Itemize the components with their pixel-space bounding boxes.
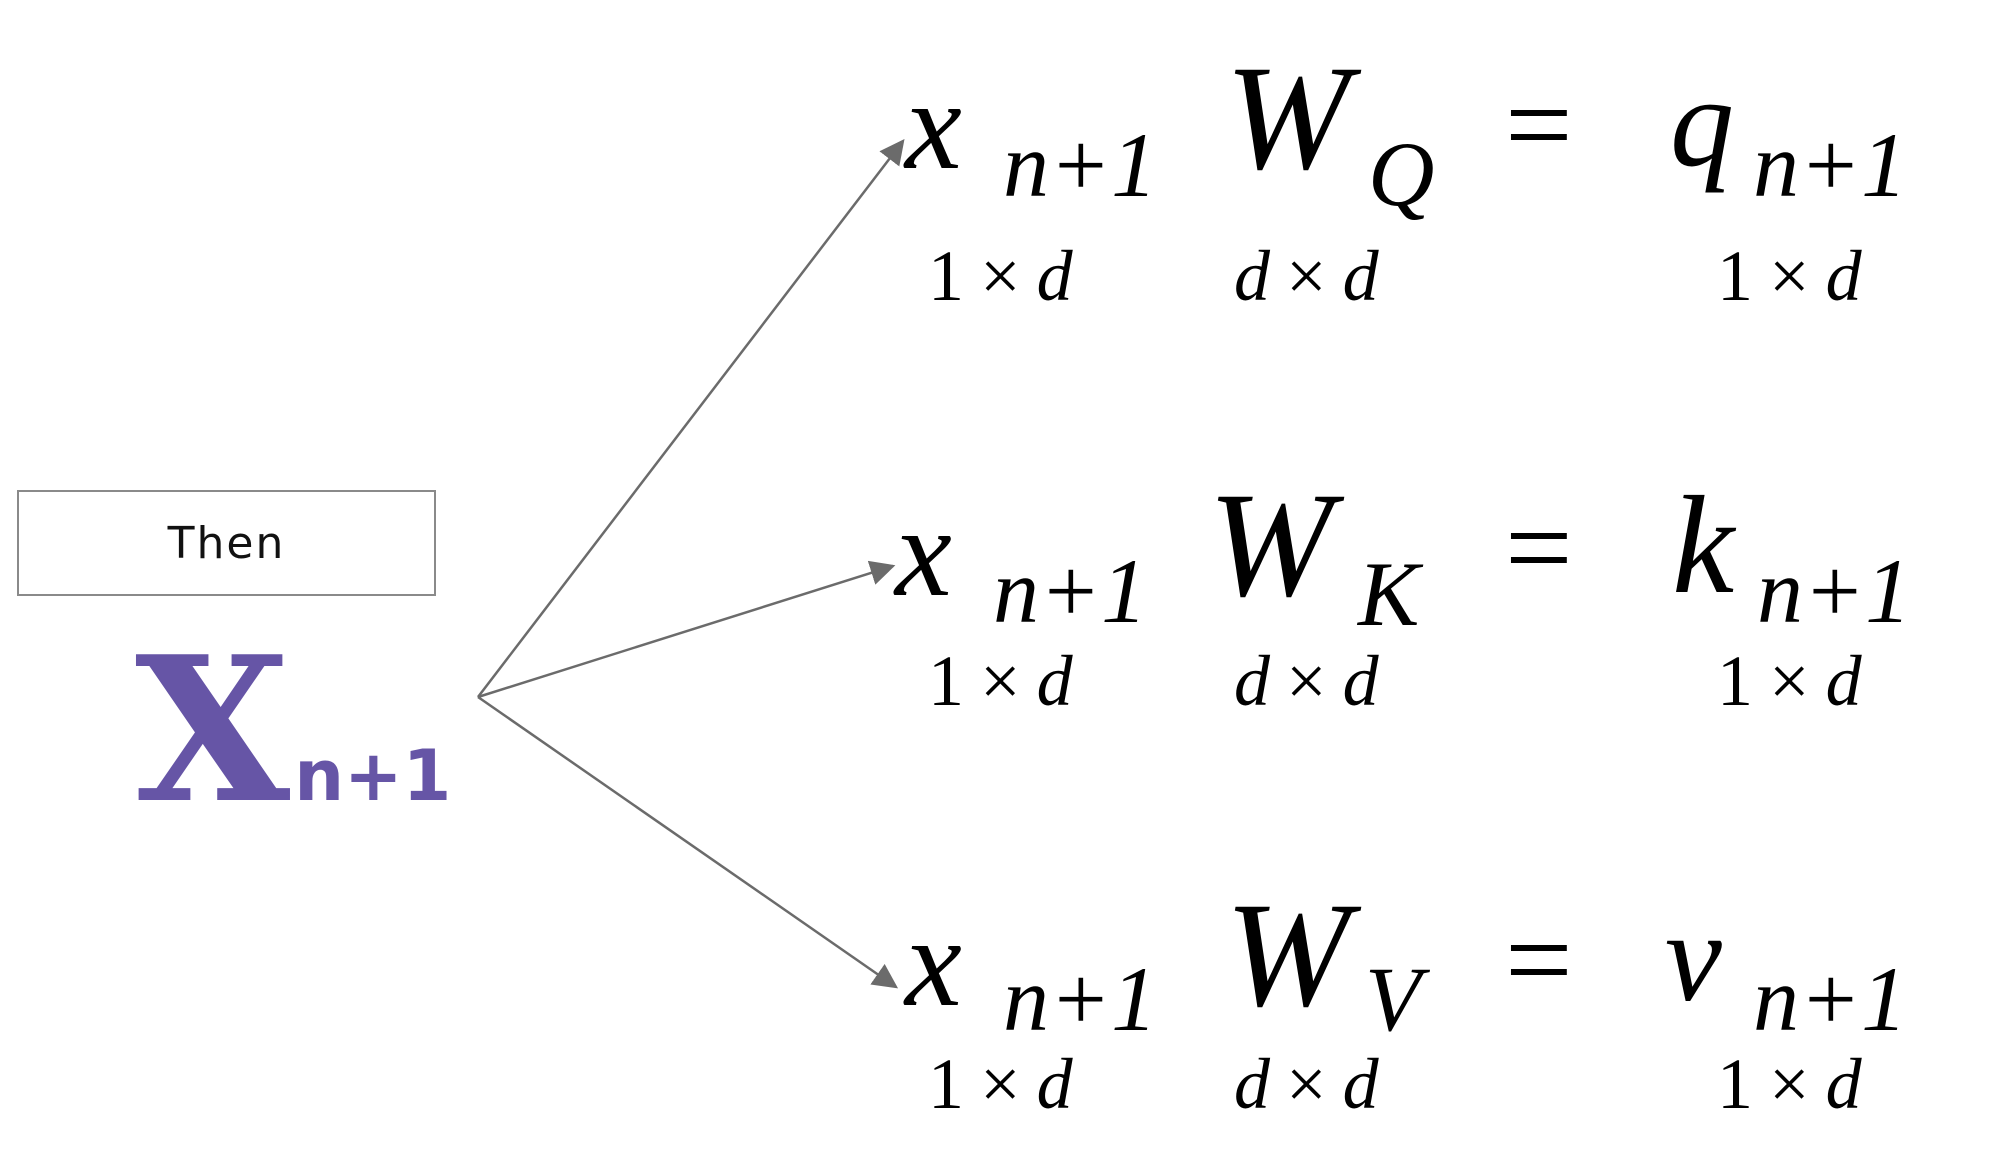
eq-key-output: k xyxy=(1672,468,1737,623)
dim-value-input: 1×d xyxy=(928,1044,1074,1124)
dim-key-output: 1×d xyxy=(1717,641,1863,721)
dim-value-weight: d×d xyxy=(1234,1044,1380,1124)
dim-query-weight: d×d xyxy=(1234,236,1380,316)
eq-value-input: x xyxy=(903,891,962,1033)
eq-value-output-sub: n+1 xyxy=(1753,948,1907,1050)
arrow-to-value xyxy=(477,695,899,989)
eq-value-input-sub: n+1 xyxy=(1003,948,1157,1050)
arrow-to-key xyxy=(477,560,896,699)
eq-key-weight: W xyxy=(1208,462,1345,628)
eq-query-equals: = xyxy=(1505,58,1573,191)
eq-query-input: x xyxy=(903,54,962,196)
eq-value-weight-sub: V xyxy=(1365,948,1431,1050)
token-label: Xn+1 xyxy=(135,613,451,848)
dim-key-input: 1×d xyxy=(928,641,1074,721)
eq-value-weight: W xyxy=(1225,872,1362,1038)
dim-query-output: 1×d xyxy=(1717,236,1863,316)
token-main: X xyxy=(135,613,290,848)
eq-key-output-sub: n+1 xyxy=(1757,540,1911,642)
eq-query-input-sub: n+1 xyxy=(1003,114,1157,216)
eq-query-weight: W xyxy=(1225,35,1362,201)
eq-value-equals: = xyxy=(1505,893,1573,1026)
equation-value: x n+1 W V = v n+1 1×d d×d 1×d xyxy=(903,872,1907,1124)
then-label: Then xyxy=(167,517,286,569)
eq-value-output: v xyxy=(1665,886,1722,1028)
arrow-to-query xyxy=(477,139,905,698)
equation-key: x n+1 W K = k n+1 1×d d×d 1×d xyxy=(893,462,1911,721)
eq-query-output: q xyxy=(1670,51,1734,193)
eq-query-output-sub: n+1 xyxy=(1753,114,1907,216)
eq-key-input: x xyxy=(893,481,952,623)
dim-query-input: 1×d xyxy=(928,236,1074,316)
eq-key-weight-sub: K xyxy=(1356,543,1424,645)
eq-query-weight-sub: Q xyxy=(1368,123,1434,225)
token-subscript: n+1 xyxy=(294,735,451,817)
dim-value-output: 1×d xyxy=(1717,1044,1863,1124)
then-label-box: Then xyxy=(17,490,436,596)
dim-key-weight: d×d xyxy=(1234,641,1380,721)
eq-key-input-sub: n+1 xyxy=(993,540,1147,642)
eq-key-equals: = xyxy=(1505,481,1573,614)
equation-query: x n+1 W Q = q n+1 1×d d×d 1×d xyxy=(903,35,1907,316)
